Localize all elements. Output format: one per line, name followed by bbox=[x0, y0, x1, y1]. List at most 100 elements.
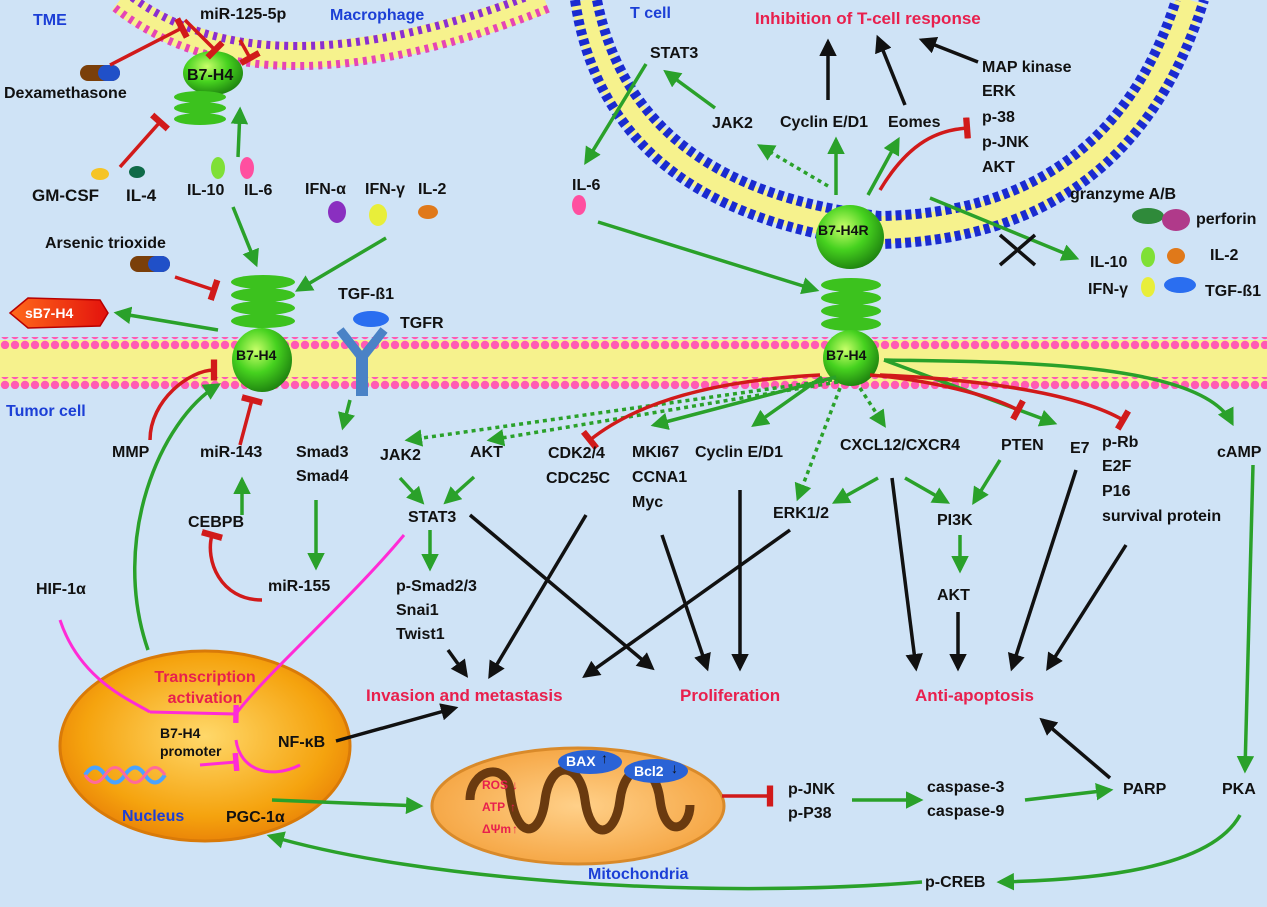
inhibition-tcell-response-label: Inhibition of T-cell response bbox=[755, 9, 981, 28]
il2-molecule bbox=[418, 205, 438, 219]
invasion-metastasis-label: Invasion and metastasis bbox=[366, 686, 563, 705]
b7h4r-tcell-receptor bbox=[816, 205, 884, 269]
membrane-potential-up-arrow-icon: ↑ bbox=[512, 822, 518, 836]
tumor-akt2-label: AKT bbox=[937, 587, 970, 604]
il10-molecule bbox=[211, 157, 225, 179]
gmcsf-label: GM-CSF bbox=[32, 186, 100, 205]
inhibition-lines bbox=[109, 17, 1131, 807]
tumor-akt-label: AKT bbox=[470, 444, 503, 461]
b7h4-tumor-receptor-left bbox=[231, 275, 295, 392]
ros-label: ROS bbox=[482, 778, 509, 792]
psmad-label: p-Smad2/3 bbox=[396, 578, 477, 595]
tumor-jak2-label: JAK2 bbox=[380, 447, 421, 464]
ifng-label: IFN-γ bbox=[365, 181, 405, 198]
mki67-label: MKI67 bbox=[632, 444, 680, 461]
prb-label: p-Rb bbox=[1102, 434, 1139, 451]
tcell-il10-label: IL-10 bbox=[1090, 254, 1128, 271]
tgfb1-label: TGF-ß1 bbox=[338, 286, 394, 303]
ifna-label: IFN-α bbox=[305, 181, 346, 198]
tcell-stat3-label: STAT3 bbox=[650, 45, 699, 62]
transcription-lines bbox=[58, 534, 406, 774]
nucleus-organelle bbox=[58, 649, 352, 843]
mmp-label: MMP bbox=[112, 444, 150, 461]
tumor-cyclin-label: Cyclin E/D1 bbox=[695, 444, 784, 461]
atp-up-arrow-icon: ↑ bbox=[510, 800, 516, 814]
membrane-potential-label: ΔΨm bbox=[482, 822, 512, 836]
myc-label: Myc bbox=[632, 494, 664, 511]
cebpb-label: CEBPB bbox=[188, 514, 245, 531]
ifna-molecule bbox=[328, 201, 346, 223]
mir155-label: miR-155 bbox=[268, 578, 331, 595]
tcell-cyclin-label: Cyclin E/D1 bbox=[780, 114, 869, 131]
dna-helix-strand bbox=[83, 766, 167, 784]
pten-label: PTEN bbox=[1001, 437, 1044, 454]
b7h4-tumor-receptor-right bbox=[821, 278, 881, 386]
il4-molecule bbox=[129, 166, 145, 178]
granzyme-label: granzyme A/B bbox=[1070, 186, 1177, 203]
tcell-il10-molecule bbox=[1141, 247, 1155, 267]
snai1-label: Snai1 bbox=[396, 602, 439, 619]
anti-apoptosis-label: Anti-apoptosis bbox=[915, 686, 1034, 705]
pka-label: PKA bbox=[1222, 781, 1256, 798]
tcell-ifng-molecule bbox=[1141, 277, 1155, 297]
tcell-tgfb-label: TGF-ß1 bbox=[1205, 283, 1261, 300]
transcription-activation-label: Transcription activation bbox=[154, 669, 256, 707]
proliferation-label: Proliferation bbox=[680, 686, 781, 705]
tcell-il2-molecule bbox=[1167, 248, 1185, 264]
il6-molecule bbox=[240, 157, 254, 179]
eomes-label: Eomes bbox=[888, 114, 941, 131]
pi3k-label: PI3K bbox=[937, 512, 973, 529]
nfkb-label: NF-κB bbox=[278, 734, 326, 751]
smad4-label: Smad4 bbox=[296, 468, 349, 485]
cdk-label: CDK2/4 bbox=[548, 445, 605, 462]
bax-up-arrow-icon: ↑ bbox=[601, 750, 608, 766]
p38-label: p-38 bbox=[982, 109, 1015, 126]
tgfr-receptor bbox=[336, 327, 388, 396]
bcl2-down-arrow-icon: ↓ bbox=[671, 760, 678, 776]
macrophage-region-label: Macrophage bbox=[330, 7, 425, 24]
ros-down-arrow-icon: ↓ bbox=[512, 778, 518, 792]
e7-label: E7 bbox=[1070, 440, 1090, 457]
bax-label: BAX bbox=[566, 753, 596, 769]
e2f-label: E2F bbox=[1102, 458, 1132, 475]
granzyme-molecule bbox=[1132, 208, 1164, 224]
tcell-tgfb-molecule bbox=[1164, 277, 1196, 293]
caspase9-label: caspase-9 bbox=[927, 803, 1005, 820]
tumor-stat3-label: STAT3 bbox=[408, 509, 457, 526]
blocked-cross-icon bbox=[998, 233, 1037, 267]
il10-label: IL-10 bbox=[187, 182, 225, 199]
erk-label: ERK bbox=[982, 83, 1016, 100]
il6-label: IL-6 bbox=[244, 182, 273, 199]
sb7h4-soluble-protein bbox=[8, 297, 109, 329]
bcl2-label: Bcl2 bbox=[634, 763, 664, 779]
tgfb1-ligand bbox=[353, 311, 389, 327]
parp-label: PARP bbox=[1123, 781, 1167, 798]
tcell-jak2-label: JAK2 bbox=[712, 115, 753, 132]
caspase3-label: caspase-3 bbox=[927, 779, 1005, 796]
macrophage-b7h4-label: B7-H4 bbox=[187, 67, 234, 84]
tcell-il6-molecule bbox=[572, 195, 586, 215]
tcell-ifng-label: IFN-γ bbox=[1088, 281, 1128, 298]
mitochondria-label: Mitochondria bbox=[588, 866, 689, 883]
tcell-region-label: T cell bbox=[630, 5, 671, 22]
arsenic-trioxide-label: Arsenic trioxide bbox=[45, 235, 166, 252]
mito-pjnk-label: p-JNK bbox=[788, 781, 836, 798]
perforin-label: perforin bbox=[1196, 211, 1257, 228]
tumor-cell-region-label: Tumor cell bbox=[6, 403, 86, 420]
tcell-akt-label: AKT bbox=[982, 159, 1015, 176]
ccna1-label: CCNA1 bbox=[632, 469, 688, 486]
ifng-molecule bbox=[369, 204, 387, 226]
hif1a-label: HIF-1α bbox=[36, 581, 86, 598]
twist1-label: Twist1 bbox=[396, 626, 445, 643]
pathway-arrows bbox=[335, 34, 1128, 780]
pcreb-label: p-CREB bbox=[925, 874, 986, 891]
b7h4-macrophage-receptor bbox=[174, 51, 243, 125]
macrophage-membrane bbox=[111, 0, 552, 70]
mir143-label: miR-143 bbox=[200, 444, 263, 461]
tcell-il6-label: IL-6 bbox=[572, 177, 601, 194]
dexamethasone-label: Dexamethasone bbox=[4, 85, 127, 102]
cdc25c-label: CDC25C bbox=[546, 470, 611, 487]
cxcl12-label: CXCL12/CXCR4 bbox=[840, 437, 961, 454]
